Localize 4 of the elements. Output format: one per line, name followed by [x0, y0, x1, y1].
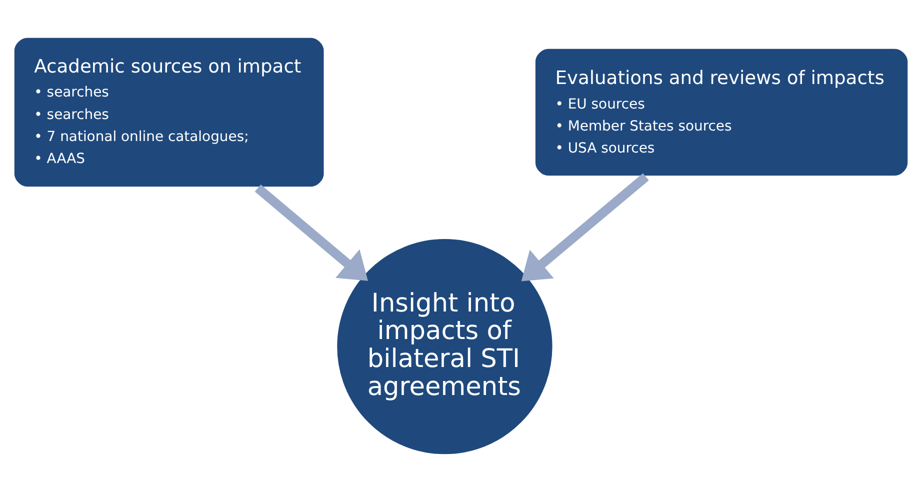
- node-box: Academic sources on impact • searches • searches • 7 national online catalogues; • AAAS: [12, 35, 326, 190]
- arrow: [521, 173, 649, 282]
- node-box: Evaluations and reviews of impacts • EU sources • Member States sources • USA sources: [533, 46, 910, 178]
- arrow: [254, 184, 368, 281]
